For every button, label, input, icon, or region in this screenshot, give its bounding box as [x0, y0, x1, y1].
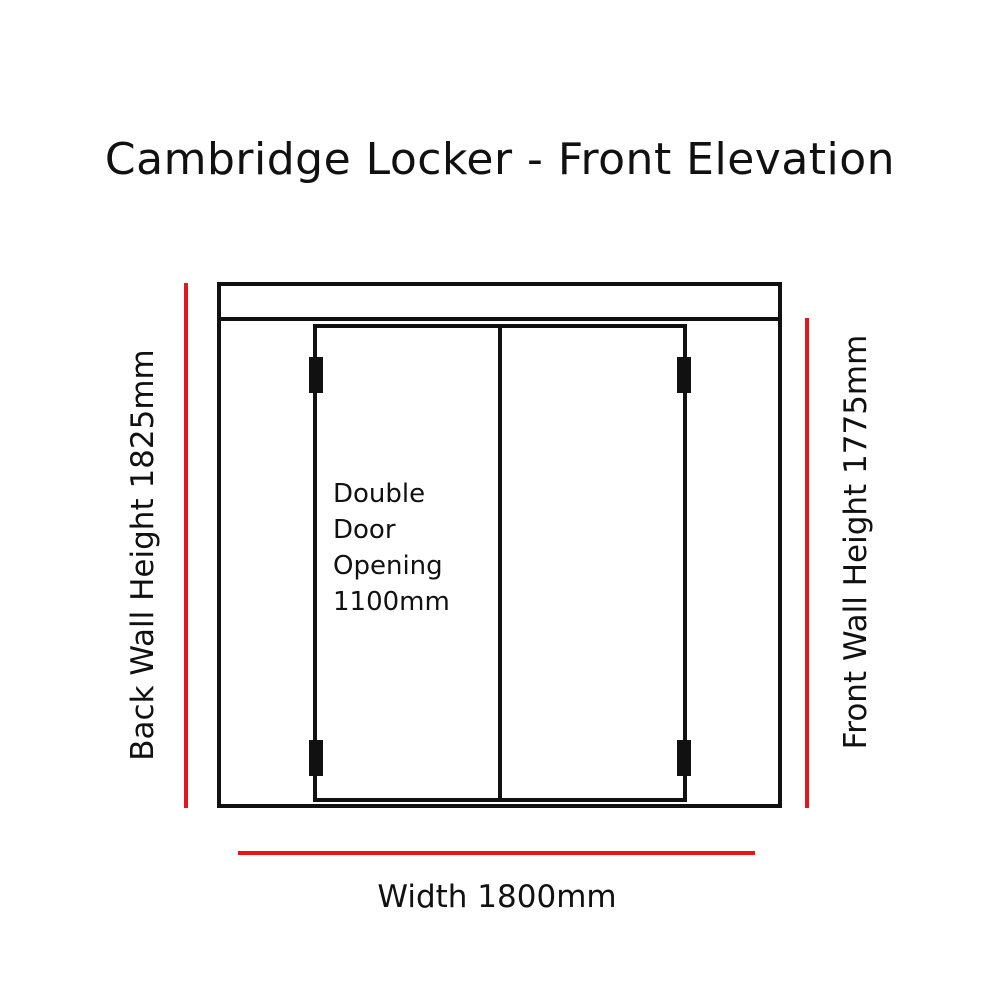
hinge-right-top [677, 357, 691, 393]
back-wall-height-label: Back Wall Height 1825mm [125, 349, 161, 760]
hinge-left-bottom [309, 740, 323, 776]
diagram-title: Cambridge Locker - Front Elevation [104, 134, 896, 185]
door-opening-line-3: Opening [333, 551, 443, 581]
width-label: Width 1800mm [377, 879, 616, 915]
shed-outline [217, 282, 782, 808]
door-opening-line-4: 1100mm [333, 587, 450, 617]
door-opening-line-2: Door [333, 515, 396, 545]
front-wall-height-label: Front Wall Height 1775mm [838, 335, 874, 750]
door-opening-line-1: Double [333, 479, 425, 509]
door-opening-label: Double Door Opening 1100mm [333, 479, 451, 617]
hinge-right-bottom [677, 740, 691, 776]
hinge-left-top [309, 357, 323, 393]
